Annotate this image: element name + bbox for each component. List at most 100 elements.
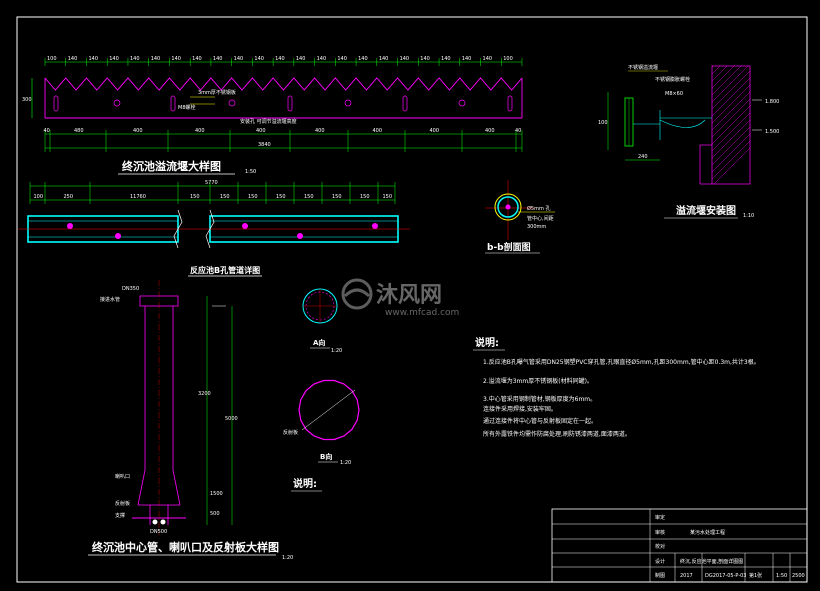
- weir-top-dim: 140: [254, 56, 264, 62]
- pipe-dim: 100: [34, 194, 44, 200]
- center-dim-3: 1500: [210, 491, 223, 497]
- weir-top-dim: 100: [47, 56, 57, 62]
- pipe-title: 反应池B孔管道详图: [190, 265, 260, 275]
- center-label-6: DN500: [150, 529, 167, 535]
- note-3: 3.中心管采用钢制管材,钢板厚度为6mm。: [483, 395, 596, 403]
- weir-label-1: 3mm厚不锈钢板: [198, 89, 236, 96]
- tb-scale: 1:50: [776, 573, 787, 579]
- notes-title-2: 说明:: [293, 477, 317, 490]
- a-view-title: A向: [313, 338, 325, 347]
- pipe-dim: 150: [190, 194, 200, 200]
- center-title: 终沉池中心管、喇叭口及反射板大样图: [92, 540, 279, 554]
- tb-date: 2017: [680, 573, 693, 579]
- weir-title: 终沉池溢流堰大样图: [122, 159, 221, 173]
- drawing-border: [16, 16, 808, 583]
- center-label-3: 喇叭口: [115, 473, 130, 480]
- note-5: 通过连接件将中心管与反射板固定在一起。: [483, 417, 597, 425]
- weir-height-label: 300: [22, 97, 32, 103]
- tb-r5: 制图: [655, 572, 665, 579]
- tb-r3: 校对: [655, 543, 665, 550]
- weir-top-dim: 140: [400, 56, 410, 62]
- weir-top-dim: 140: [213, 56, 223, 62]
- install-title: 溢流堰安装图: [676, 204, 736, 217]
- install-dim-2: 240: [638, 154, 648, 160]
- center-dim-4: 500: [210, 511, 220, 517]
- weir-installation: 不锈钢溢流堰 不锈钢膨胀螺栓 M8×60 1.800 1.500 100 240…: [598, 64, 779, 219]
- weir-top-dim: 140: [234, 56, 244, 62]
- weir-top-dim: 140: [420, 56, 430, 62]
- a-view: A向 1:20: [302, 288, 342, 354]
- weir-top-dim: 140: [109, 56, 119, 62]
- center-dim-1: 3200: [198, 391, 211, 397]
- weir-bottom-dim: 400: [195, 128, 205, 134]
- weir-bottom-dim: 40: [515, 128, 521, 134]
- note-1: 1.反应池B孔曝气管采用DN25钢塑PVC穿孔管,孔眼直径Ø5mm,孔距300m…: [483, 358, 760, 366]
- center-label-1: 接进水管: [100, 296, 120, 303]
- watermark-url: www.mfcad.com: [385, 308, 459, 318]
- watermark: 沐风网 www.mfcad.com: [341, 278, 459, 318]
- weir-top-dim: 140: [192, 56, 202, 62]
- weir-top-dim: 140: [130, 56, 140, 62]
- pipe-dim: 150: [304, 194, 314, 200]
- weir-top-dim: 140: [317, 56, 327, 62]
- weir-top-dim: 140: [296, 56, 306, 62]
- install-label-1: 不锈钢溢流堰: [628, 64, 658, 71]
- weir-scale: 1:50: [245, 169, 256, 175]
- weir-top-dim: 100: [503, 56, 513, 62]
- weir-top-dim: 140: [171, 56, 181, 62]
- b-view-scale: 1:20: [340, 460, 351, 466]
- pipe-total-dim: 5770: [205, 180, 218, 186]
- weir-label-3: 安装孔 可调节溢流堰高度: [240, 118, 297, 125]
- weir-top-dim: 140: [379, 56, 389, 62]
- title-block: 审定 审核 校对 设计 制图 某污水处理工程 终沉,反应池平面,剖面详图图 DG…: [551, 508, 808, 583]
- weir-bottom-dim: 400: [315, 128, 325, 134]
- weir-total-dim: 3840: [258, 142, 271, 148]
- center-scale: 1:20: [282, 555, 293, 561]
- tb-r2: 审核: [655, 529, 665, 536]
- weir-bottom-dim: 400: [133, 128, 143, 134]
- pipe-dim: 250: [64, 194, 74, 200]
- pipe-dim: 150: [360, 194, 370, 200]
- weir-detail: 100 140 140 140 140 140 140 140 140 140 140 140 140 1…: [22, 56, 523, 175]
- note-6: 所有外露铁件均需作防腐处理,刷防锈漆两道,面漆两道。: [483, 430, 631, 438]
- tb-project: 某污水处理工程: [690, 529, 725, 536]
- install-scale: 1:10: [743, 213, 754, 219]
- weir-top-dim: 140: [151, 56, 161, 62]
- install-elev-1: 1.800: [765, 99, 779, 105]
- weir-bottom-dim: 400: [430, 128, 440, 134]
- tb-r1: 审定: [655, 514, 665, 521]
- pipe-dim: 150: [276, 194, 286, 200]
- weir-bottom-dim: 40: [44, 128, 50, 134]
- install-label-2: 不锈钢膨胀螺栓: [655, 76, 690, 83]
- weir-top-dim: 140: [462, 56, 472, 62]
- tb-drawing-name: 终沉,反应池平面,剖面详图图: [680, 558, 743, 565]
- center-label-2: DN350: [122, 286, 139, 292]
- install-label-3: M8×60: [665, 91, 683, 97]
- weir-top-dim: 140: [275, 56, 285, 62]
- weir-bottom-dim: 400: [373, 128, 383, 134]
- notes-title: 说明:: [475, 336, 499, 349]
- weir-bottom-dim: 400: [256, 128, 266, 134]
- weir-top-dim: 140: [68, 56, 78, 62]
- pipe-dim: 150: [248, 194, 258, 200]
- tb-drawing-no: DG2017-05-P-03: [705, 573, 747, 579]
- pipe-dim: 150: [332, 194, 342, 200]
- a-view-scale: 1:20: [331, 348, 342, 354]
- install-elev-2: 1.500: [765, 129, 779, 135]
- center-label-5: 支撑: [115, 512, 125, 519]
- weir-bottom-dim: 480: [74, 128, 84, 134]
- watermark-text: 沐风网: [376, 283, 442, 308]
- pipe-dim: 150: [383, 194, 393, 200]
- weir-top-dim: 140: [88, 56, 98, 62]
- pipe-dim: 11760: [130, 194, 146, 200]
- weir-bottom-dim: 400: [485, 128, 495, 134]
- tb-sheet: 第1张: [749, 572, 762, 579]
- install-dim-1: 100: [598, 120, 608, 126]
- section-title: b-b剖面图: [487, 241, 531, 253]
- section-hole-label: Ø5mm 孔: [527, 205, 550, 212]
- bb-section: Ø5mm 孔 管中心,间距 300mm b-b剖面图: [485, 180, 555, 254]
- weir-top-dim: 140: [358, 56, 368, 62]
